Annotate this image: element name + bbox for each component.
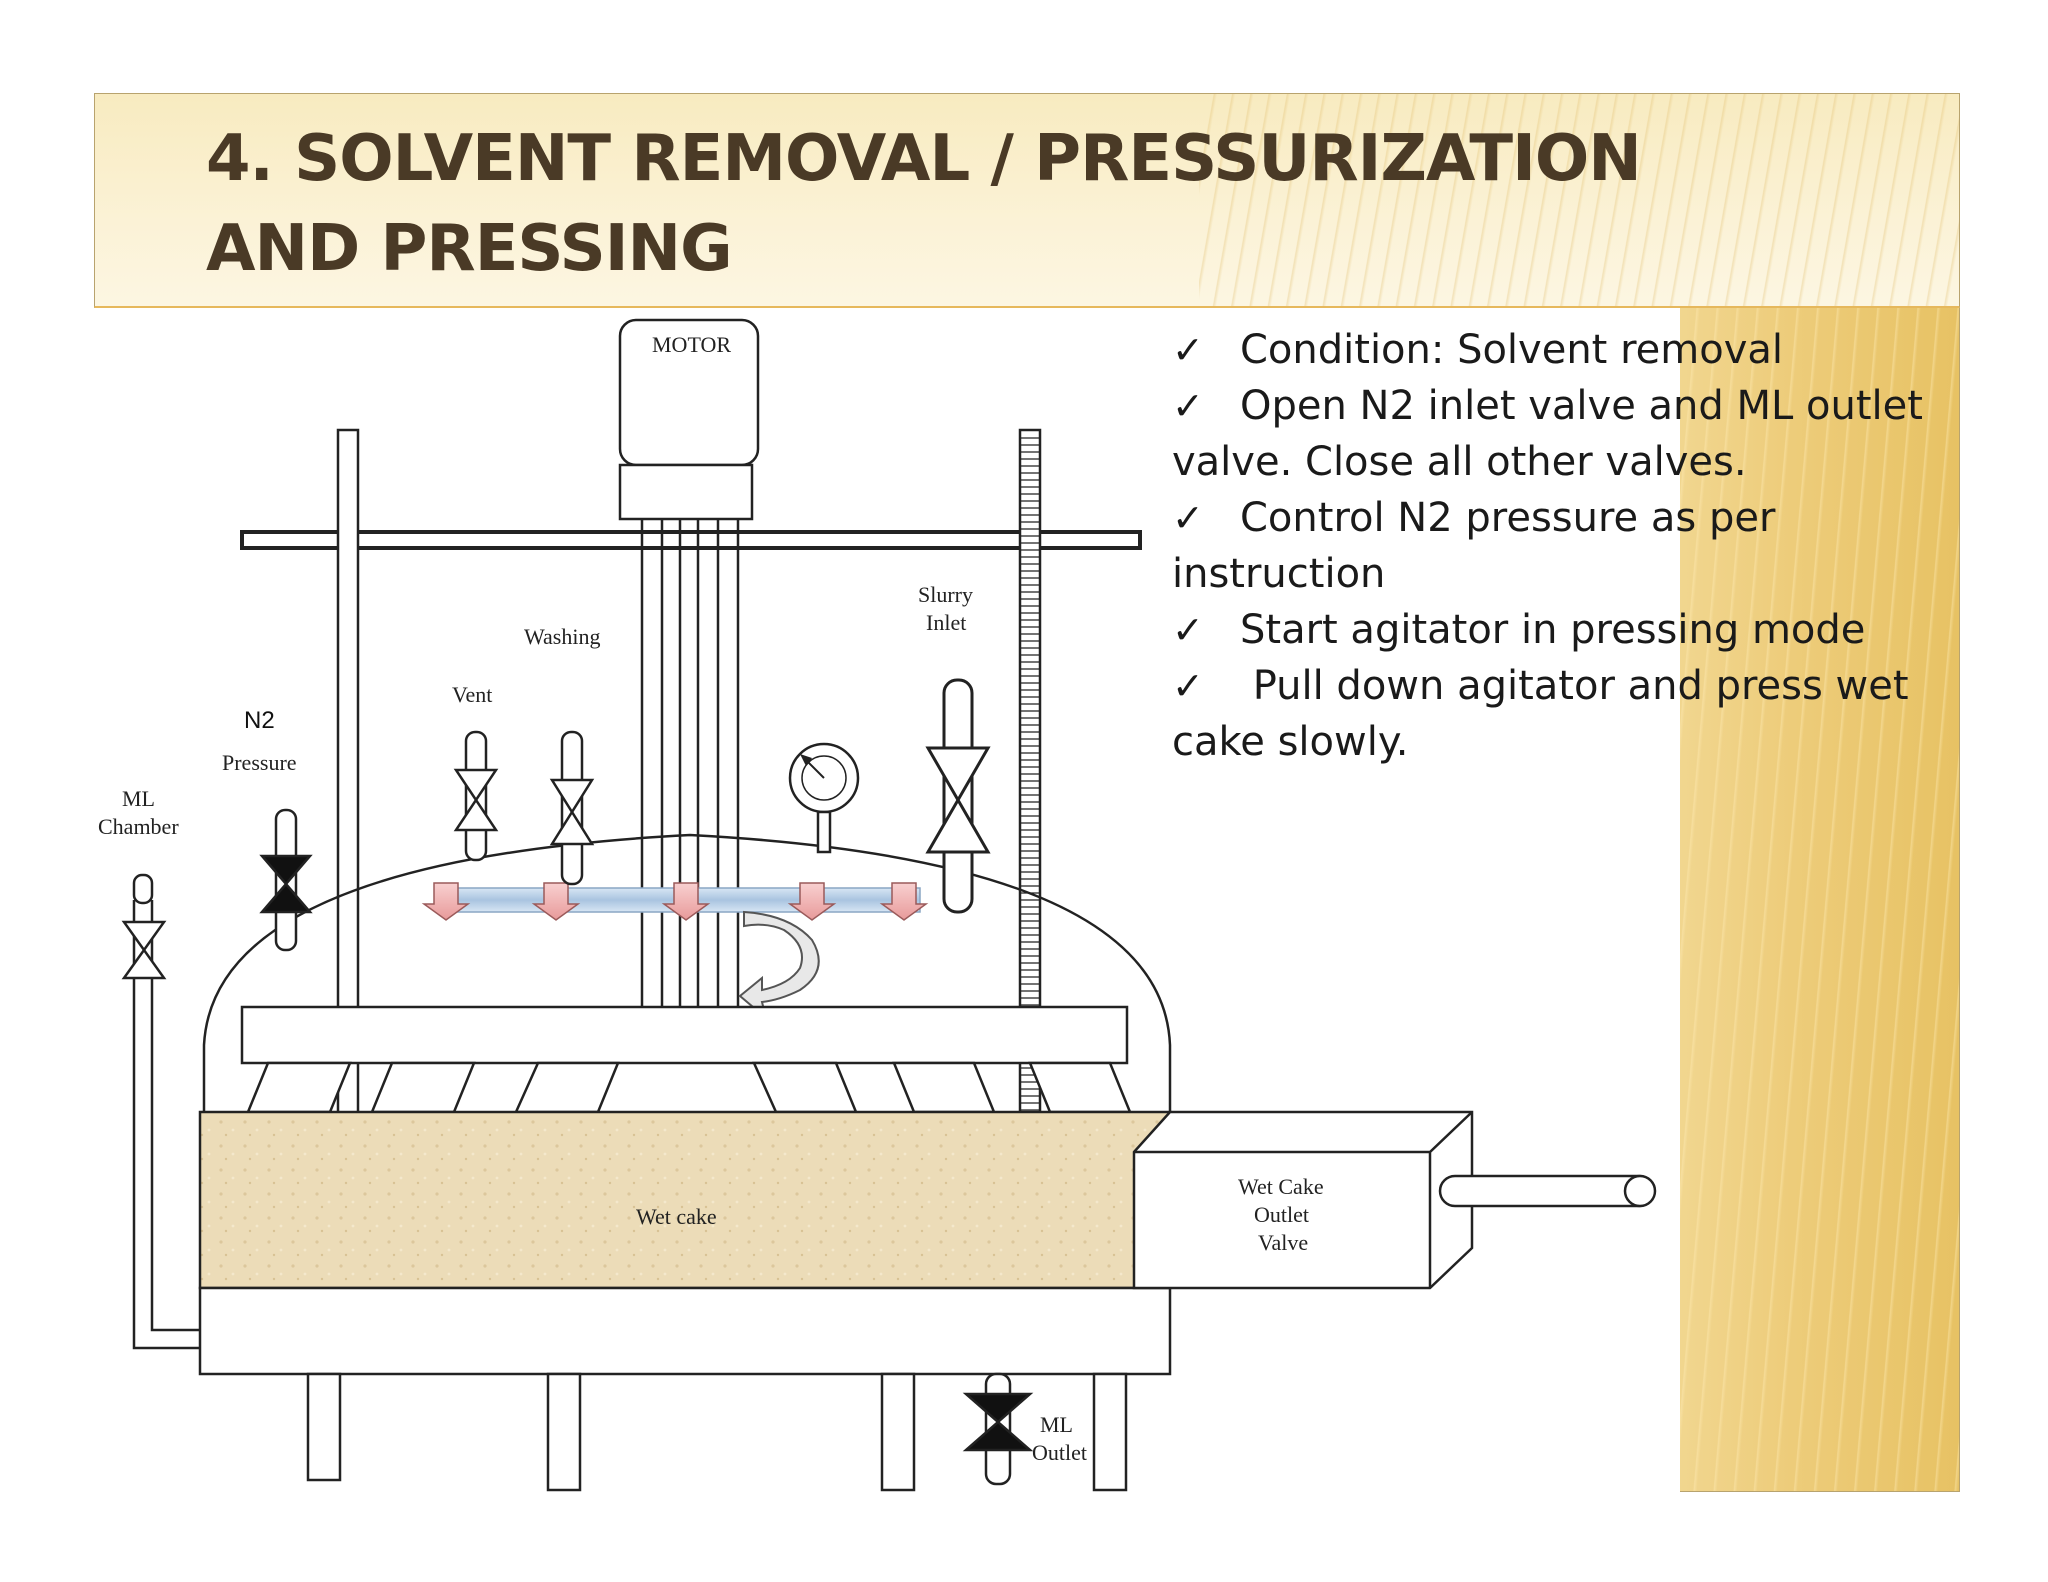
slide-title: 4. SOLVENT REMOVAL / PRESSURIZATION AND … [206,122,1642,286]
motor: MOTOR [618,318,760,521]
spray-arrow [661,882,711,921]
ml-outlet-valve-icon [962,1392,1034,1452]
wet-cake-label: Wet cake [636,1204,717,1229]
pressure-label: Pressure [222,750,297,775]
n2-label: N2 [244,707,275,734]
agitator-blades [246,1061,1132,1114]
vessel-base [198,1286,1172,1376]
ml-chamber-label: ML [122,786,155,811]
outlet-valve-label: Outlet [1254,1202,1309,1227]
ml-outlet-label: Outlet [1032,1440,1087,1465]
check-icon: ✓ [1172,608,1204,652]
check-icon: ✓ [1172,384,1204,428]
washing-valve-icon [549,778,595,846]
wet-cake-outlet-valve [1132,1110,1657,1290]
vessel-dome [202,833,1172,1112]
ml-chamber-label: Chamber [98,814,179,839]
check-icon: ✓ [1172,496,1204,540]
filter-dryer-diagram: MOTOR [98,318,1657,1492]
ml-outlet-label: ML [1040,1412,1073,1437]
spray-arrow [879,882,929,921]
gold-side-panel [1680,308,1960,1492]
motor-label: MOTOR [652,332,731,357]
title-band [94,93,1960,308]
bullet-item: ✓Start agitator in pressing mode [1172,602,1932,658]
wet-cake [198,1110,1172,1290]
vent-valve-icon [453,768,499,832]
check-icon: ✓ [1172,328,1204,372]
spray-arrow [787,882,837,921]
slurry-inlet-label: Inlet [926,610,966,635]
n2-inlet-valve-icon [259,854,313,914]
slurry-inlet-valve-icon [925,746,991,854]
outlet-valve-label: Wet Cake [1238,1174,1324,1199]
spray-arrow [531,882,581,921]
ml-chamber-line [132,873,200,1350]
agitator-plate [240,1005,1129,1065]
slurry-inlet-label: Slurry [918,582,973,607]
agitator-shaft [640,519,740,1007]
washing-spray-bar [421,882,929,921]
bullet-list: ✓Condition: Solvent removal ✓Open N2 inl… [1172,322,1932,770]
ml-chamber-valve-icon [121,920,167,980]
vessel-legs [306,1372,1128,1492]
bullet-item: ✓Open N2 inlet valve and ML outlet valve… [1172,378,1932,490]
outlet-valve-label: Valve [1258,1230,1308,1255]
bullet-item: ✓Condition: Solvent removal [1172,322,1932,378]
bullet-item: ✓ Pull down agitator and press wet cake … [1172,658,1932,770]
vent-label: Vent [452,682,492,707]
support-beam [240,530,1142,550]
spray-arrow [421,882,471,921]
washing-label: Washing [524,624,600,649]
rotation-arrow-icon [738,910,820,1021]
bullet-item: ✓Control N2 pressure as per instruction [1172,490,1932,602]
check-icon: ✓ [1172,664,1204,708]
pressure-gauge-icon [788,742,860,854]
